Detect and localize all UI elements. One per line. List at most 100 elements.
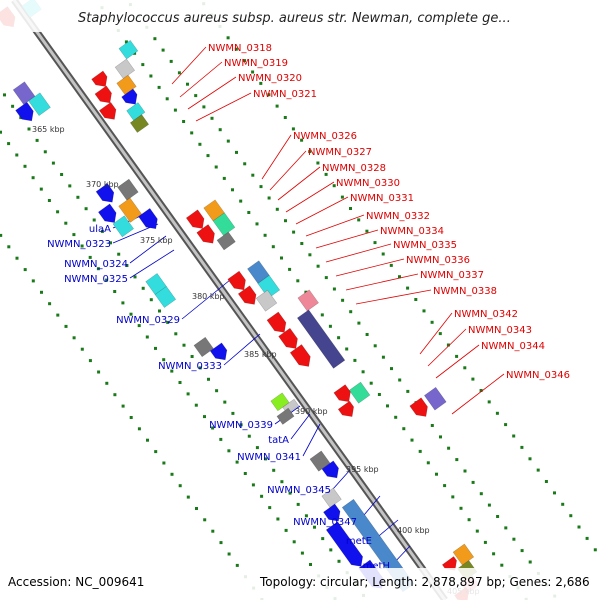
- gene-feature[interactable]: [95, 183, 118, 207]
- tick-dot: [316, 264, 320, 268]
- gene-feature[interactable]: [196, 224, 219, 248]
- tick-dot: [235, 563, 239, 567]
- tick-dot: [365, 333, 369, 336]
- gene-feature[interactable]: [333, 384, 355, 406]
- reverse-label-leader: [332, 469, 351, 490]
- tick-dot: [218, 128, 222, 132]
- forward-label-leader: [345, 273, 419, 291]
- tick-dot: [206, 154, 210, 158]
- tick-dot: [394, 415, 398, 419]
- gene-feature[interactable]: [337, 400, 358, 421]
- tick-dot: [203, 518, 207, 522]
- gene-feature[interactable]: [266, 311, 290, 336]
- accession-text: Accession: NC_009641: [8, 575, 144, 589]
- tick-dot: [255, 222, 259, 226]
- tick-dot: [105, 381, 109, 385]
- tick-dot: [113, 393, 117, 397]
- tick-dot: [292, 540, 296, 544]
- gene-feature[interactable]: [185, 209, 208, 233]
- tick-dot: [97, 370, 101, 374]
- gene-feature[interactable]: [247, 260, 270, 284]
- forward-label-leader: [427, 328, 467, 367]
- tick-dot: [288, 491, 292, 495]
- tick-dot: [365, 229, 369, 233]
- gene-feature[interactable]: [276, 407, 295, 425]
- tick-dot: [39, 187, 43, 191]
- gene-feature[interactable]: [227, 270, 250, 294]
- tick-dot: [174, 332, 178, 336]
- tick-dot: [255, 446, 259, 450]
- gene-feature[interactable]: [193, 336, 214, 358]
- gene-feature[interactable]: [28, 92, 51, 116]
- gene-feature[interactable]: [270, 392, 290, 412]
- tick-dot: [88, 359, 92, 363]
- tick-dot: [496, 515, 500, 518]
- tick-dot: [226, 139, 230, 143]
- reverse-gene-label: NWMN_0347: [293, 517, 357, 528]
- kbp-label: 395 kbp: [346, 465, 379, 474]
- gene-feature[interactable]: [212, 212, 236, 236]
- tick-dot: [369, 381, 373, 385]
- gene-feature[interactable]: [138, 208, 161, 232]
- forward-label-leader: [195, 92, 252, 122]
- gene-feature[interactable]: [114, 58, 136, 79]
- gene-feature[interactable]: [15, 101, 38, 125]
- gene-feature[interactable]: [348, 381, 371, 404]
- tick-dot: [141, 286, 145, 290]
- gene-feature[interactable]: [257, 275, 281, 299]
- gene-feature[interactable]: [321, 460, 343, 482]
- tick-dot: [337, 336, 341, 340]
- tick-dot: [109, 241, 112, 245]
- gene-feature[interactable]: [278, 327, 302, 352]
- tick-dot: [113, 290, 117, 293]
- reverse-gene-label: metE: [346, 536, 372, 547]
- gene-feature[interactable]: [424, 386, 447, 411]
- forward-gene-label: NWMN_0326: [293, 131, 357, 142]
- gene-feature[interactable]: [409, 397, 432, 421]
- kbp-label: 400 kbp: [397, 526, 430, 535]
- gene-feature[interactable]: [118, 39, 139, 60]
- gene-feature[interactable]: [91, 70, 112, 91]
- tick-dot: [561, 502, 565, 506]
- tick-dot: [215, 389, 219, 393]
- tick-dot: [520, 445, 524, 449]
- tick-dot: [353, 358, 357, 362]
- reverse-gene-label: NWMN_0333: [158, 361, 222, 372]
- tick-dot: [328, 324, 332, 328]
- gene-feature[interactable]: [255, 289, 278, 312]
- tick-dot: [125, 264, 129, 267]
- gene-feature[interactable]: [117, 178, 139, 201]
- tick-dot: [304, 290, 308, 294]
- gene-feature[interactable]: [94, 85, 116, 107]
- gene-feature[interactable]: [129, 114, 150, 133]
- gene-feature[interactable]: [297, 289, 319, 312]
- gene-feature[interactable]: [98, 203, 120, 227]
- tick-dot: [235, 460, 239, 464]
- gene-feature[interactable]: [99, 101, 120, 123]
- tick-dot: [544, 480, 548, 483]
- gene-feature[interactable]: [325, 521, 367, 571]
- gene-feature[interactable]: [216, 231, 236, 251]
- tick-dot: [3, 93, 6, 97]
- tick-dot: [214, 165, 218, 169]
- tick-dot: [56, 313, 60, 317]
- tick-dot: [157, 85, 161, 89]
- forward-gene-label: NWMN_0319: [224, 58, 288, 69]
- tick-dot: [207, 377, 210, 381]
- gene-features[interactable]: [0, 0, 480, 600]
- gene-feature[interactable]: [309, 450, 331, 472]
- gene-feature[interactable]: [118, 197, 143, 223]
- tick-dot: [117, 252, 121, 256]
- gene-feature[interactable]: [296, 309, 346, 369]
- gene-feature[interactable]: [154, 286, 177, 308]
- gene-feature[interactable]: [121, 88, 142, 109]
- gene-feature[interactable]: [112, 215, 134, 238]
- tick-dot: [463, 366, 467, 370]
- gene-feature[interactable]: [209, 342, 231, 364]
- gene-feature[interactable]: [321, 487, 342, 508]
- gene-feature[interactable]: [323, 503, 344, 525]
- gene-feature[interactable]: [237, 285, 260, 309]
- gene-feature[interactable]: [289, 344, 314, 370]
- tick-dot: [162, 461, 166, 465]
- tick-dot: [471, 377, 475, 381]
